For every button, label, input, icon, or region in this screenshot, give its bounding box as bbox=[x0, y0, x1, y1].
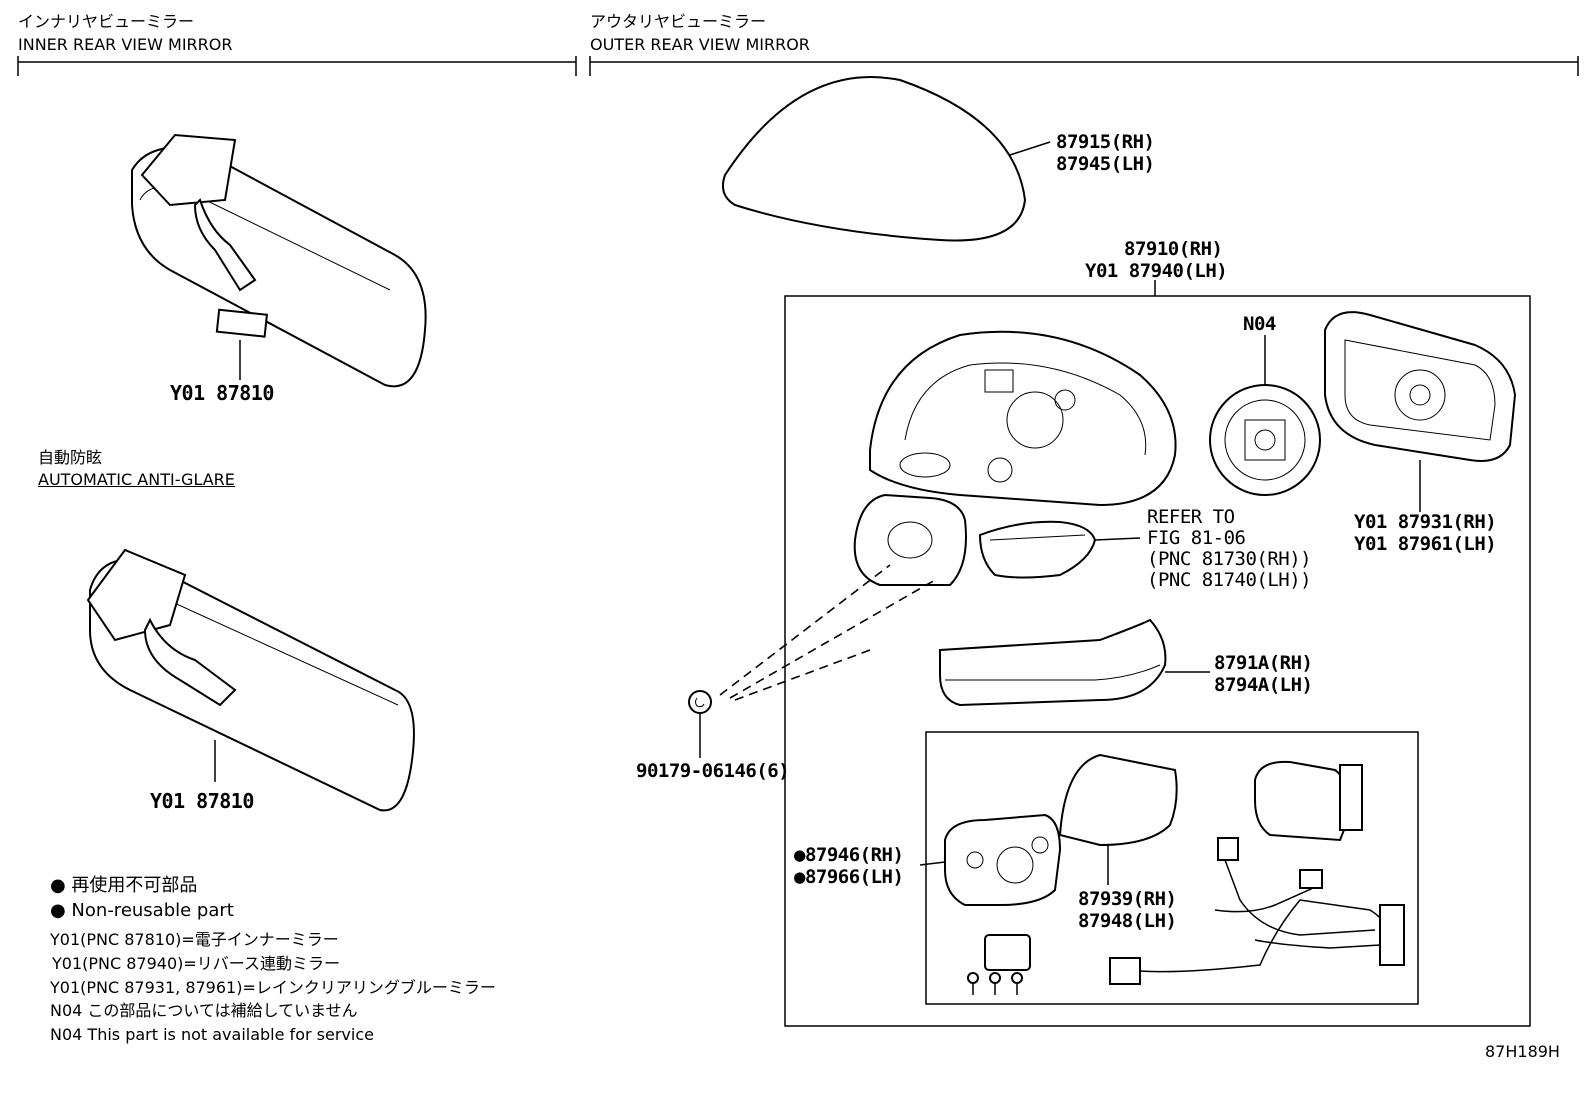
part-label-clip[interactable]: 90179-06146(6) bbox=[636, 760, 790, 782]
legend-y01-a: Y01(PNC 87810)=電子インナーミラー bbox=[50, 930, 339, 949]
part-label-cover-lh[interactable]: 87945(LH) bbox=[1056, 153, 1155, 175]
detail-box bbox=[919, 731, 1419, 1005]
anti-glare-title-en: AUTOMATIC ANTI-GLARE bbox=[38, 470, 235, 489]
part-label-assy-rh[interactable]: 87910(RH) bbox=[1124, 238, 1223, 260]
actuator-drawing bbox=[1209, 335, 1321, 496]
refer-text-2[interactable]: FIG 81-06 bbox=[1147, 527, 1246, 549]
part-label-lamp-lh[interactable]: 8794A(LH) bbox=[1214, 674, 1313, 696]
figure-code: 87H189H bbox=[1485, 1042, 1560, 1061]
refer-text-1: REFER TO bbox=[1147, 506, 1235, 528]
legend-n04-ja: N04 この部品については補給していません bbox=[50, 1001, 358, 1020]
legend-nonreusable-ja: ● 再使用不可部品 bbox=[50, 875, 198, 896]
part-label-inner-mirror-anti-glare[interactable]: Y01 87810 bbox=[150, 789, 254, 813]
part-label-glass-lh[interactable]: Y01 87961(LH) bbox=[1354, 533, 1497, 555]
part-label-lamp-rh[interactable]: 8791A(RH) bbox=[1214, 652, 1313, 674]
mirror-body-drawing bbox=[853, 330, 1177, 586]
outer-section-title-ja: アウタリヤビューミラー bbox=[590, 12, 767, 31]
inner-mirror-drawing-1 bbox=[131, 133, 427, 388]
part-label-mirror-lh[interactable]: 87948(LH) bbox=[1078, 910, 1177, 932]
legend-nonreusable-en: ● Non-reusable part bbox=[50, 900, 234, 921]
mirror-glass-back-drawing bbox=[1324, 311, 1517, 512]
lamp-drawing bbox=[939, 618, 1210, 707]
part-label-holder-lh[interactable]: ●87966(LH) bbox=[794, 866, 904, 888]
part-label-n04[interactable]: N04 bbox=[1243, 313, 1276, 335]
mirror-cover-drawing bbox=[722, 76, 1051, 242]
turn-signal-drawing bbox=[978, 520, 1141, 579]
part-label-holder-rh[interactable]: ●87946(RH) bbox=[794, 844, 904, 866]
part-label-cover-rh[interactable]: 87915(RH) bbox=[1056, 131, 1155, 153]
outer-section-bracket bbox=[589, 56, 1579, 76]
legend-n04-en: N04 This part is not available for servi… bbox=[50, 1025, 374, 1044]
legend-y01-b: Y01(PNC 87940)=リバース連動ミラー bbox=[52, 954, 340, 973]
part-label-assy-lh[interactable]: Y01 87940(LH) bbox=[1085, 260, 1228, 282]
inner-mirror-drawing-2 bbox=[86, 548, 415, 812]
legend-y01-c: Y01(PNC 87931, 87961)=レインクリアリングブルーミラー bbox=[50, 978, 496, 997]
part-label-mirror-rh[interactable]: 87939(RH) bbox=[1078, 888, 1177, 910]
inner-section-title-en: INNER REAR VIEW MIRROR bbox=[18, 35, 233, 54]
part-label-glass-rh[interactable]: Y01 87931(RH) bbox=[1354, 511, 1497, 533]
anti-glare-title-ja: 自動防眩 bbox=[38, 448, 103, 467]
refer-text-4: (PNC 81740(LH)) bbox=[1147, 569, 1312, 591]
outer-section-title-en: OUTER REAR VIEW MIRROR bbox=[590, 35, 810, 54]
refer-text-3: (PNC 81730(RH)) bbox=[1147, 548, 1312, 570]
inner-section-title-ja: インナリヤビューミラー bbox=[18, 12, 195, 31]
clip-leader-lines bbox=[688, 564, 936, 758]
inner-section-bracket bbox=[17, 56, 577, 76]
part-label-inner-mirror[interactable]: Y01 87810 bbox=[170, 381, 274, 405]
mirror-assembly-box bbox=[784, 280, 1531, 1027]
